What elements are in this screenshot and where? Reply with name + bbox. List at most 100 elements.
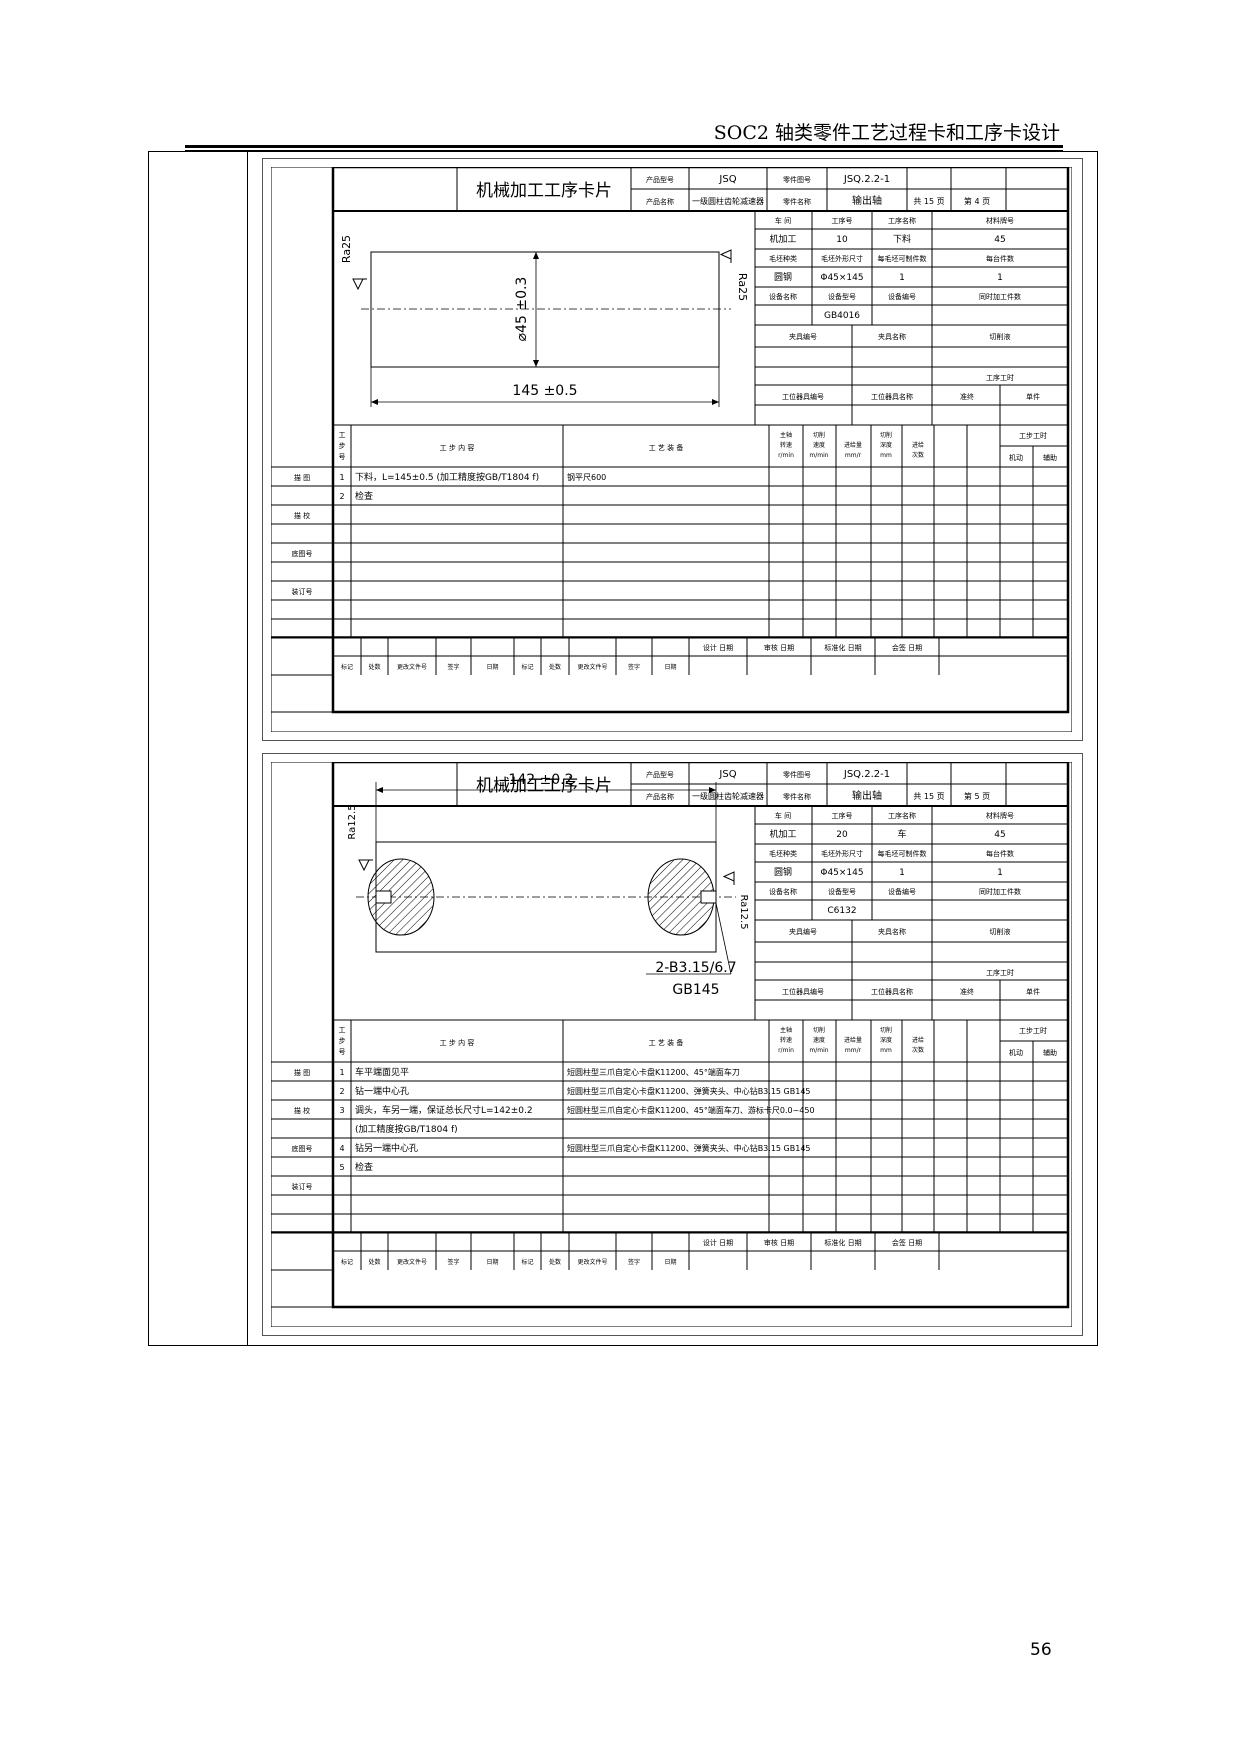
- revision-label: 处数: [368, 663, 380, 671]
- total-pages-value: 共 15 页: [913, 197, 944, 206]
- step-number: 4: [339, 1144, 344, 1153]
- label-time-unit: 单件: [1026, 392, 1040, 401]
- step-equipment: 短圆柱型三爪自定心卡盘K11200、弹簧夹头、中心钻B3.15 GB145: [567, 1086, 811, 1096]
- label-spindle-speed: 主轴: [780, 431, 792, 439]
- label-time-standard: 准终: [960, 392, 974, 401]
- info-label: 工序名称: [888, 811, 916, 820]
- label-step-no: 步: [339, 442, 346, 450]
- step-equipment: 短圆柱型三爪自定心卡盘K11200、45°端面车刀、游标卡尺0.0~450: [567, 1105, 815, 1115]
- header-rule-thin: [185, 150, 1063, 151]
- revision-label: 标记: [521, 1258, 533, 1266]
- info-value: 圆钢: [774, 271, 792, 283]
- product-name-value: 一级圆柱齿轮减速器: [692, 791, 764, 801]
- side-label-2: 底图号: [292, 1144, 313, 1153]
- side-label-0: 描 图: [294, 473, 310, 482]
- leader-line: [715, 902, 732, 975]
- page-no-value: 第 4 页: [964, 196, 990, 206]
- roughness-symbol-left: [358, 859, 373, 872]
- label-step-time-machine: 机动: [1009, 453, 1023, 462]
- revision-label: 日期: [664, 1258, 676, 1266]
- info-label: 设备名称: [769, 292, 797, 301]
- info-value: C6132: [827, 906, 856, 916]
- card-title: 机械加工工序卡片: [476, 776, 612, 796]
- card-main-frame: [331, 167, 1070, 714]
- info-label: 工序号: [832, 216, 853, 225]
- step-number: 5: [339, 1163, 344, 1172]
- info-value: 45: [994, 235, 1005, 245]
- step-content: 车平端面见平: [355, 1066, 409, 1078]
- label-product-name: 产品名称: [646, 792, 674, 801]
- label-coolant: 切削液: [990, 927, 1011, 936]
- side-label-3: 装订号: [292, 587, 313, 596]
- total-pages-value: 共 15 页: [913, 792, 944, 801]
- label-station-tool-name: 工位器具名称: [871, 987, 913, 996]
- revision-label: 更改文件号: [577, 1258, 607, 1266]
- info-label: 工序名称: [888, 216, 916, 225]
- info-label: 车 间: [775, 811, 791, 820]
- info-label: 设备型号: [828, 292, 856, 301]
- label-spindle-speed: r/min: [778, 1047, 794, 1054]
- label-fixture-no: 夹具编号: [789, 332, 817, 341]
- info-label: 设备编号: [888, 292, 916, 301]
- card-main-frame: [331, 762, 1070, 1309]
- label-part-drawing-no: 零件图号: [783, 175, 811, 184]
- side-label-2: 底图号: [292, 549, 313, 558]
- label-product-model: 产品型号: [646, 770, 674, 779]
- info-label: 毛坯种类: [769, 254, 797, 263]
- label-part-name: 零件名称: [783, 792, 811, 801]
- info-value: 下料: [893, 233, 911, 245]
- center-hole-spec: 2-B3.15/6.7: [655, 960, 736, 976]
- info-value: 车: [897, 828, 906, 840]
- label-spindle-speed: 转速: [780, 441, 792, 449]
- center-hole-left: [375, 890, 392, 904]
- info-label: 材料牌号: [986, 811, 1014, 820]
- step-number: 3: [339, 1106, 344, 1115]
- part-drawing-no-value: JSQ.2.2-1: [843, 769, 890, 780]
- info-label: 每台件数: [986, 849, 1014, 858]
- label-part-name: 零件名称: [783, 197, 811, 206]
- revision-label: 签字: [447, 663, 459, 671]
- label-process-equipment: 工 艺 装 备: [649, 443, 684, 452]
- label-product-model: 产品型号: [646, 175, 674, 184]
- label-time-unit: 单件: [1026, 987, 1040, 996]
- roughness-symbol-right: [719, 249, 732, 263]
- label-step-no: 工: [339, 1026, 346, 1034]
- label-step-no: 步: [339, 1037, 346, 1045]
- label-feed: mm/r: [845, 1047, 862, 1054]
- product-model-value: JSQ: [718, 174, 736, 185]
- label-station-tool-no: 工位器具编号: [782, 392, 824, 401]
- revision-label: 更改文件号: [397, 1258, 427, 1266]
- label-cut-depth: mm: [880, 452, 892, 459]
- center-hole-right: [700, 890, 717, 904]
- step-content: 钻一端中心孔: [355, 1085, 409, 1097]
- label-feed: mm/r: [845, 452, 862, 459]
- label-review-date: 审核 日期: [764, 1238, 794, 1247]
- label-cutting-speed: 速度: [813, 441, 825, 449]
- info-value: 机加工: [769, 828, 796, 840]
- label-part-drawing-no: 零件图号: [783, 770, 811, 779]
- info-label: 同时加工件数: [979, 887, 1021, 896]
- center-hole-section-left: [367, 858, 435, 936]
- revision-label: 签字: [447, 1258, 459, 1266]
- label-cutting-speed: 切削: [813, 431, 825, 439]
- step-content: 调头，车另一端，保证总长尺寸L=142±0.2: [355, 1104, 533, 1116]
- label-step-no: 号: [339, 453, 346, 461]
- label-feed: 进给量: [844, 441, 862, 449]
- label-fixture-name: 夹具名称: [878, 332, 906, 341]
- revision-label: 标记: [521, 663, 533, 671]
- label-process-equipment: 工 艺 装 备: [649, 1038, 684, 1047]
- label-spindle-speed: 主轴: [780, 1026, 792, 1034]
- label-review-date: 审核 日期: [764, 643, 794, 652]
- label-cut-depth: 切削: [880, 1026, 892, 1034]
- info-value: Φ45×145: [820, 868, 863, 878]
- step-number: 2: [339, 1087, 344, 1096]
- label-feed-count: 进给: [912, 441, 924, 449]
- label-step-content: 工 步 内 容: [440, 443, 475, 452]
- step-content: (加工精度按GB/T1804 f): [355, 1123, 458, 1135]
- revision-label: 签字: [628, 1258, 640, 1266]
- page-frame-divider: [247, 151, 248, 1346]
- revision-label: 标记: [341, 663, 353, 671]
- label-standard-date: 标准化 日期: [824, 643, 861, 652]
